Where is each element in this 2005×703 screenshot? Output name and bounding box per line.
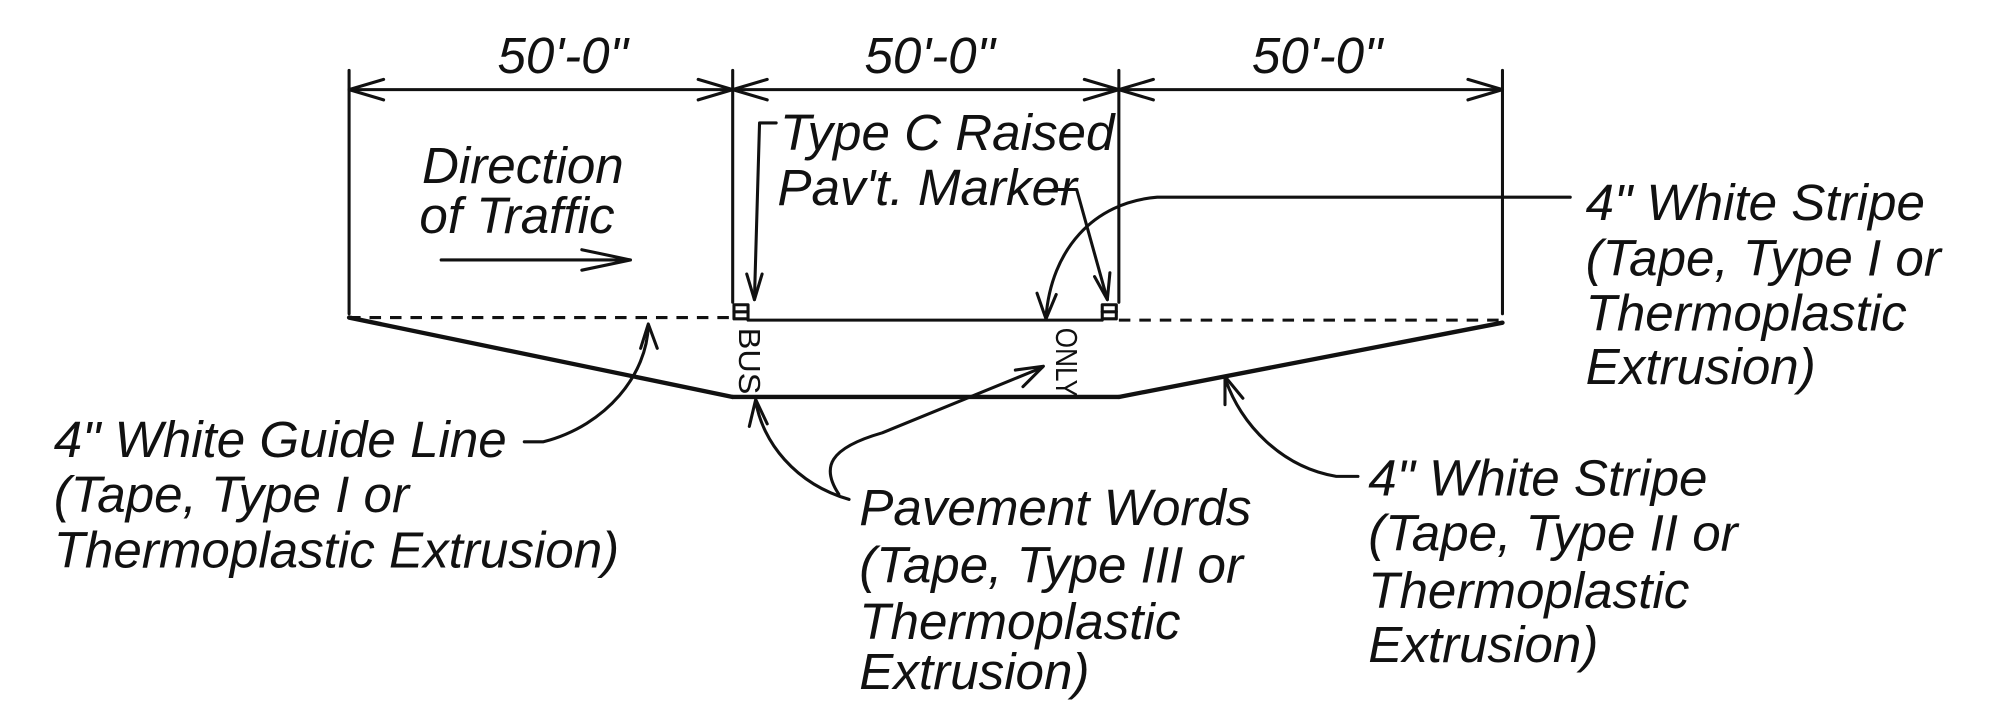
marker-label-line2: Pav't. Marker bbox=[777, 159, 1079, 216]
stripe-type1-line1: 4" White Stripe bbox=[1586, 174, 1925, 231]
dimension-arrow-right-start bbox=[1117, 77, 1155, 102]
guide-line-label-line3: Thermoplastic Extrusion) bbox=[54, 521, 620, 578]
stripe-type2-leader-arrow bbox=[1223, 374, 1245, 407]
dimension-label-right: 50'-0" bbox=[1252, 27, 1385, 84]
dimension-label-left: 50'-0" bbox=[497, 27, 630, 84]
pavement-word-bus: BUS bbox=[732, 328, 767, 395]
guide-line-leader-arrow bbox=[639, 322, 659, 350]
dimension-arrow-middle-start bbox=[731, 77, 769, 102]
stripe-type1-line3: Thermoplastic bbox=[1586, 284, 1908, 341]
dimension-label-middle: 50'-0" bbox=[864, 27, 997, 84]
stripe-type1-line2: (Tape, Type I or bbox=[1586, 229, 1943, 286]
dimension-arrow-right-end bbox=[1466, 77, 1505, 102]
stripe-type1-line4: Extrusion) bbox=[1586, 338, 1816, 395]
stripe-type2-line2: (Tape, Type II or bbox=[1368, 505, 1739, 562]
guide-line-leader bbox=[522, 323, 650, 444]
pavement-words-leader-only bbox=[828, 365, 1044, 496]
pavement-words-line4: Extrusion) bbox=[859, 643, 1089, 700]
stripe-type1-leader-arrow bbox=[1035, 291, 1058, 321]
marker-leader-right bbox=[1052, 187, 1109, 302]
direction-label-line2: of Traffic bbox=[419, 187, 615, 244]
marker-leader-left-arrow bbox=[745, 272, 764, 302]
guide-line-label-line2: (Tape, Type I or bbox=[54, 466, 411, 523]
stripe-type2-line3: Thermoplastic bbox=[1368, 562, 1690, 619]
marker-label-line1: Type C Raised bbox=[780, 104, 1116, 161]
pavement-word-only: ONLY bbox=[1049, 328, 1084, 397]
stripe-type2-line1: 4" White Stripe bbox=[1368, 450, 1707, 507]
pavement-words-leader-only-arrow bbox=[1013, 364, 1045, 389]
guide-line-taper-in bbox=[346, 315, 735, 400]
guide-line-taper-out bbox=[1116, 320, 1505, 400]
guide-line-label-line1: 4" White Guide Line bbox=[54, 411, 507, 468]
direction-label-line1: Direction bbox=[422, 137, 624, 194]
direction-arrow-head bbox=[580, 248, 632, 272]
pavement-words-line2: (Tape, Type III or bbox=[859, 537, 1245, 594]
pavement-words-leader-bus bbox=[754, 399, 851, 501]
pavement-words-line1: Pavement Words bbox=[859, 479, 1251, 536]
dimension-arrow-left-start bbox=[347, 77, 386, 102]
stripe-type2-leader bbox=[1223, 376, 1360, 478]
stripe-type1-leader bbox=[1044, 195, 1572, 320]
pavement-words-leader-bus-arrow bbox=[747, 397, 769, 428]
marker-leader-right-arrow bbox=[1093, 271, 1112, 302]
stripe-type2-line4: Extrusion) bbox=[1368, 616, 1598, 673]
marker-leader-left bbox=[752, 121, 778, 302]
pavement-words-line3: Thermoplastic bbox=[859, 593, 1181, 650]
